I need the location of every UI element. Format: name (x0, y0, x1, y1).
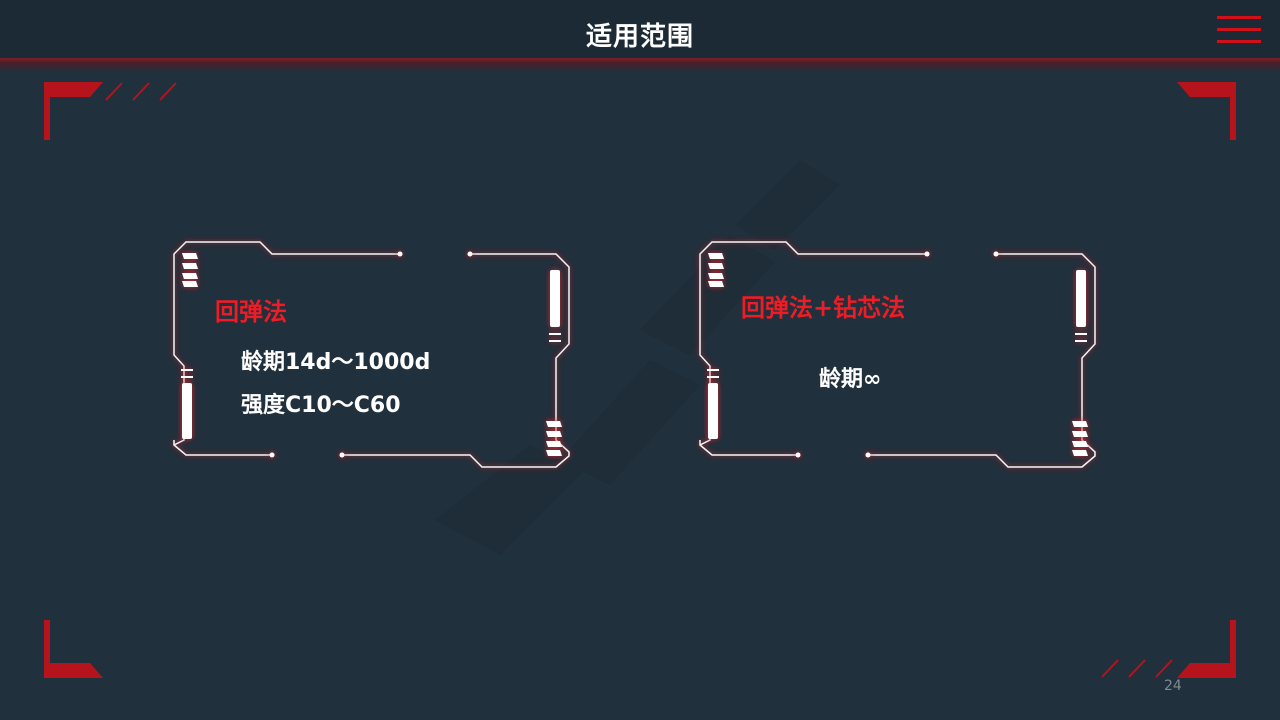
page-number: 24 (1164, 678, 1182, 694)
header-bar (0, 0, 1280, 58)
card-line-age-infinite: 龄期∞ (819, 367, 882, 392)
tech-frame-left-marks (181, 251, 562, 458)
corner-bracket-bottom-right (1101, 620, 1236, 678)
corner-bracket-top-right (1177, 82, 1236, 140)
corner-bracket-bottom-left (44, 620, 103, 678)
card-title-rebound: 回弹法 (215, 298, 287, 326)
card-line-strength: 强度C10～C60 (241, 393, 401, 418)
corner-bracket-top-left (44, 82, 177, 140)
card-line-age: 龄期14d～1000d (241, 350, 431, 375)
header-glow (0, 58, 1280, 72)
watermark (435, 160, 840, 555)
menu-icon[interactable] (1217, 16, 1261, 44)
card-title-rebound-coring: 回弹法+钻芯法 (741, 294, 906, 322)
tech-frame-right-marks (707, 251, 1088, 458)
page-title: 适用范围 (585, 22, 694, 52)
